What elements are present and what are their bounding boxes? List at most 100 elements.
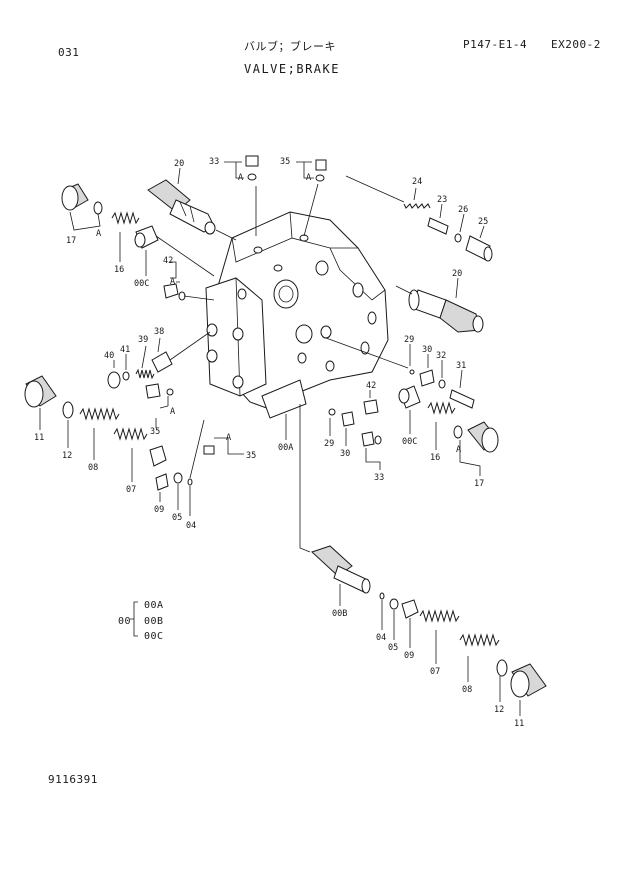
leader-29b-30b (329, 418, 347, 446)
part-35-screw-top (315, 159, 327, 182)
legend-item-00b: 00B (144, 616, 164, 627)
guide-42a (183, 295, 215, 301)
part-11-cap-right (510, 670, 530, 698)
part-38-spool (151, 351, 173, 373)
callout-35a: 35 (280, 157, 290, 167)
legend-item-00c: 00C (144, 631, 164, 642)
callout-33a: 33 (209, 157, 219, 167)
callout-35b: 35 (150, 427, 160, 437)
callout-08b: 08 (462, 685, 472, 695)
part-40-plug (107, 371, 121, 389)
part-11-plug-left (24, 375, 57, 408)
guide-00b (299, 404, 311, 553)
leader-33b (365, 448, 381, 470)
leader-35a (296, 161, 319, 237)
callout-30b: 30 (340, 449, 350, 459)
part-00b-spool (311, 545, 371, 594)
part-17-cap-right (481, 427, 499, 453)
callout-05a: 05 (172, 513, 182, 523)
part-29-right (409, 369, 415, 375)
leader-20b (455, 277, 459, 299)
part-30-lower (341, 411, 355, 427)
callout-09b: 09 (404, 651, 414, 661)
callout-12a: 12 (62, 451, 72, 461)
callout-42b: 42 (366, 381, 376, 391)
part-07-spring-right (419, 609, 460, 623)
callout-29b: 29 (324, 439, 334, 449)
callout-00ca: 00C (134, 279, 149, 289)
callout-20a: 20 (174, 159, 184, 169)
guide-29 (325, 337, 409, 369)
part-33-lower (361, 431, 375, 447)
callout-16b: 16 (430, 453, 440, 463)
part-23-bolt (427, 217, 449, 235)
callout-26: 26 (458, 205, 468, 215)
callout-33b: 33 (374, 473, 384, 483)
part-31-bolt (449, 389, 475, 409)
guide-00ca (155, 235, 215, 277)
legend-group-label: 00 (118, 616, 132, 627)
callout-31: 31 (456, 361, 466, 371)
callout-42a: 42 (163, 256, 173, 266)
part-41-ring (122, 371, 130, 381)
part-04-right (379, 592, 385, 600)
callout-09a: 09 (154, 505, 164, 515)
part-16-spring (111, 211, 140, 225)
view-mark-a-3: A (96, 229, 101, 239)
part-04-left (187, 478, 193, 486)
callout-30a: 30 (422, 345, 432, 355)
part-09-right (401, 599, 419, 619)
part-42-left (163, 283, 186, 301)
part-42-right (363, 399, 379, 415)
guide-20b (395, 285, 413, 295)
leader-24 (413, 187, 417, 201)
part-09-left (155, 473, 169, 491)
title-english: VALVE;BRAKE (244, 62, 340, 76)
view-mark-a-1: A (238, 173, 243, 183)
part-35-left-mid (145, 383, 174, 399)
leader-26 (459, 213, 465, 233)
part-08-spring-right (459, 633, 500, 647)
leader-31 (459, 369, 463, 389)
part-12-ring-left (62, 401, 74, 419)
leaders-38-41 (113, 337, 161, 370)
callout-04a: 04 (186, 521, 196, 531)
guide-38 (169, 331, 211, 361)
part-29-lower (328, 408, 336, 416)
callout-35c: 35 (246, 451, 256, 461)
callout-07b: 07 (430, 667, 440, 677)
drawing-number: 9116391 (48, 773, 98, 786)
leader-23 (439, 203, 443, 219)
legend-item-00a: 00A (144, 600, 164, 611)
callout-38: 38 (154, 327, 164, 337)
leader-33a (224, 161, 257, 236)
part-39-spring (135, 368, 155, 380)
leader-17b (459, 440, 481, 476)
part-33-screw-top (245, 155, 259, 181)
valve-body (205, 211, 389, 419)
callout-00cb: 00C (402, 437, 417, 447)
callout-07a: 07 (126, 485, 136, 495)
callout-23: 23 (437, 195, 447, 205)
leader-35b (155, 396, 169, 428)
part-30-right (419, 369, 435, 387)
part-00c-cap (398, 388, 410, 404)
part-26-ring (454, 233, 462, 243)
part-20-relief-valve (147, 179, 216, 235)
callout-11a: 11 (34, 433, 44, 443)
leader-20a (177, 167, 181, 185)
page-code: 031 (58, 46, 80, 59)
callout-29a: 29 (404, 335, 414, 345)
callout-17a: 17 (66, 236, 76, 246)
part-17-plug (61, 183, 103, 215)
part-00c-spool-left (134, 225, 159, 249)
view-mark-a-6: A (226, 433, 231, 443)
part-05-right (389, 598, 399, 610)
part-24-spring (403, 203, 431, 209)
callout-16a: 16 (114, 265, 124, 275)
view-mark-a-2: A (306, 173, 311, 183)
callout-17b: 17 (474, 479, 484, 489)
leader-17a (69, 211, 101, 231)
callout-12b: 12 (494, 705, 504, 715)
callout-40: 40 (104, 351, 114, 361)
